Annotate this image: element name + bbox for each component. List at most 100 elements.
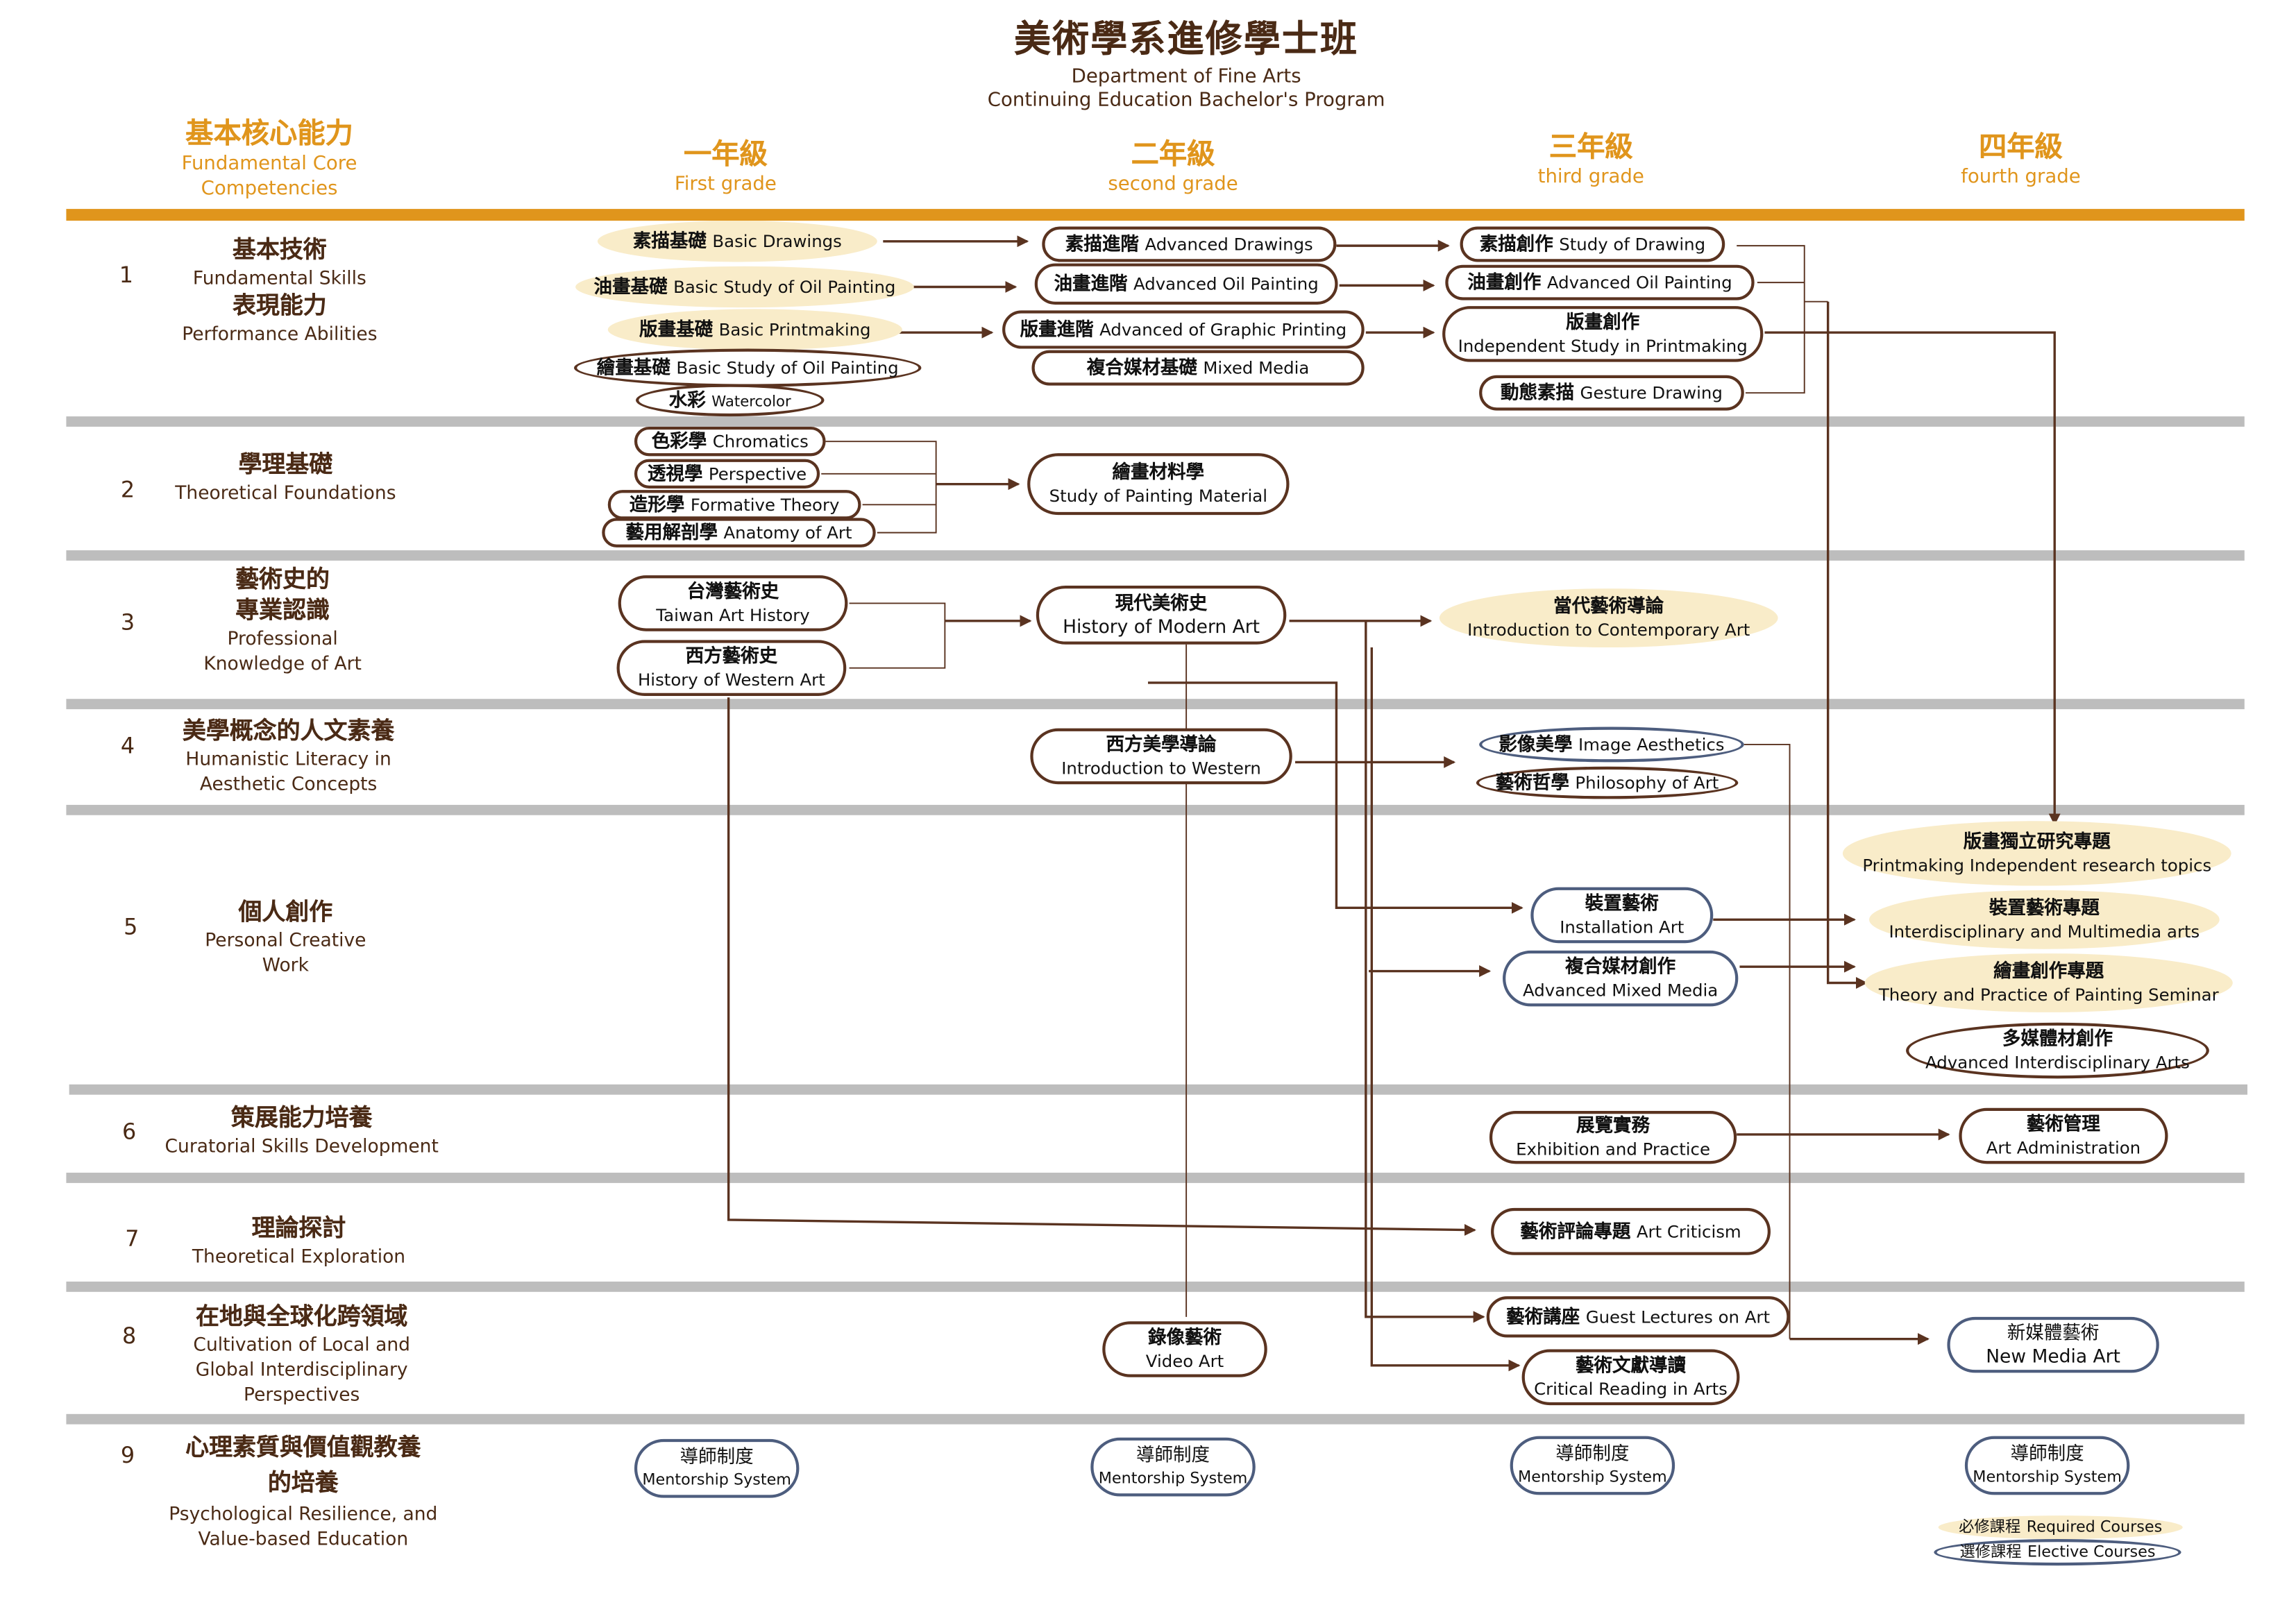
row-number: 7	[125, 1225, 140, 1252]
subtitle-line-1: Department of Fine Arts	[1071, 66, 1301, 89]
row-label-zh: 心理素質與價值觀教養	[185, 1433, 421, 1461]
row-divider	[66, 699, 2245, 710]
course-zh: 藝術哲學	[1495, 771, 1569, 793]
row-label-zh: 理論探討	[251, 1214, 346, 1242]
row-number: 2	[120, 477, 135, 504]
course-en: Basic Study of Oil Painting	[673, 276, 896, 298]
course-zh: 導師制度	[679, 1445, 754, 1468]
row-label-en: Theoretical Foundations	[175, 481, 396, 504]
course-en: Art Criticism	[1636, 1221, 1741, 1242]
course-zh: 素描創作	[1479, 232, 1553, 255]
row-number: 8	[122, 1323, 137, 1350]
course-zh: 版畫基礎	[639, 318, 714, 340]
row-label-en: Humanistic Literacy in	[185, 747, 391, 770]
course-zh: 藝術管理	[2026, 1112, 2100, 1135]
course-zh: 素描進階	[1065, 232, 1139, 255]
row-label-zh: 藝術史的	[235, 565, 330, 593]
course-zh: 導師制度	[1555, 1442, 1630, 1464]
course-en: Installation Art	[1560, 917, 1685, 937]
course-zh: 色彩學	[651, 430, 707, 452]
competency-en-1: Fundamental Core	[181, 153, 357, 176]
course-zh: 油畫進階	[1054, 272, 1128, 295]
course-en: Advanced Oil Painting	[1133, 273, 1319, 295]
course-en: Mentorship System	[1098, 1470, 1248, 1488]
row-label-7: 理論探討 Theoretical Exploration	[192, 1212, 405, 1268]
course-zh: 動態素描	[1501, 381, 1575, 404]
course-zh: 藝用解剖學	[625, 520, 718, 543]
row-label-en: Professional	[227, 627, 338, 649]
header-bar	[66, 209, 2245, 221]
row-number: 3	[120, 609, 135, 636]
row-divider	[66, 1281, 2245, 1292]
row-divider	[66, 416, 2245, 427]
row-label-en: Perspectives	[244, 1383, 360, 1406]
row-label-zh: 個人創作	[238, 897, 333, 926]
row-label-2: 學理基礎 Theoretical Foundations	[175, 449, 396, 505]
course-zh: 版畫進階	[1020, 318, 1094, 340]
course-en: Mixed Media	[1203, 357, 1310, 378]
row-label-zh: 表現能力	[233, 291, 327, 320]
row-number: 9	[120, 1442, 135, 1469]
grade-en: First grade	[674, 173, 777, 196]
header-grade-4: 四年級 fourth grade	[1961, 130, 2081, 190]
course-en: Independent Study in Printmaking	[1458, 335, 1748, 357]
course-zh: 多媒體材創作	[2002, 1027, 2113, 1049]
row-label-en: Psychological Resilience, and	[169, 1502, 438, 1524]
grade-zh: 三年級	[1548, 130, 1633, 164]
row-label-en: Value-based Education	[198, 1527, 409, 1549]
grade-en: third grade	[1537, 166, 1644, 189]
course-zh: 展覽實務	[1576, 1114, 1651, 1137]
course-zh: 台灣藝術史	[686, 579, 779, 602]
course-zh: 版畫創作	[1566, 310, 1640, 333]
legend-elective-en: Elective Courses	[2027, 1543, 2156, 1561]
course-en: Basic Drawings	[712, 230, 842, 252]
course-en: Introduction to Western	[1061, 758, 1261, 779]
row-label-zh: 策展能力培養	[230, 1103, 373, 1132]
row-label-en: Cultivation of Local and	[193, 1333, 410, 1355]
course-en: History of Western Art	[637, 669, 825, 690]
competency-zh: 基本核心能力	[185, 117, 353, 151]
